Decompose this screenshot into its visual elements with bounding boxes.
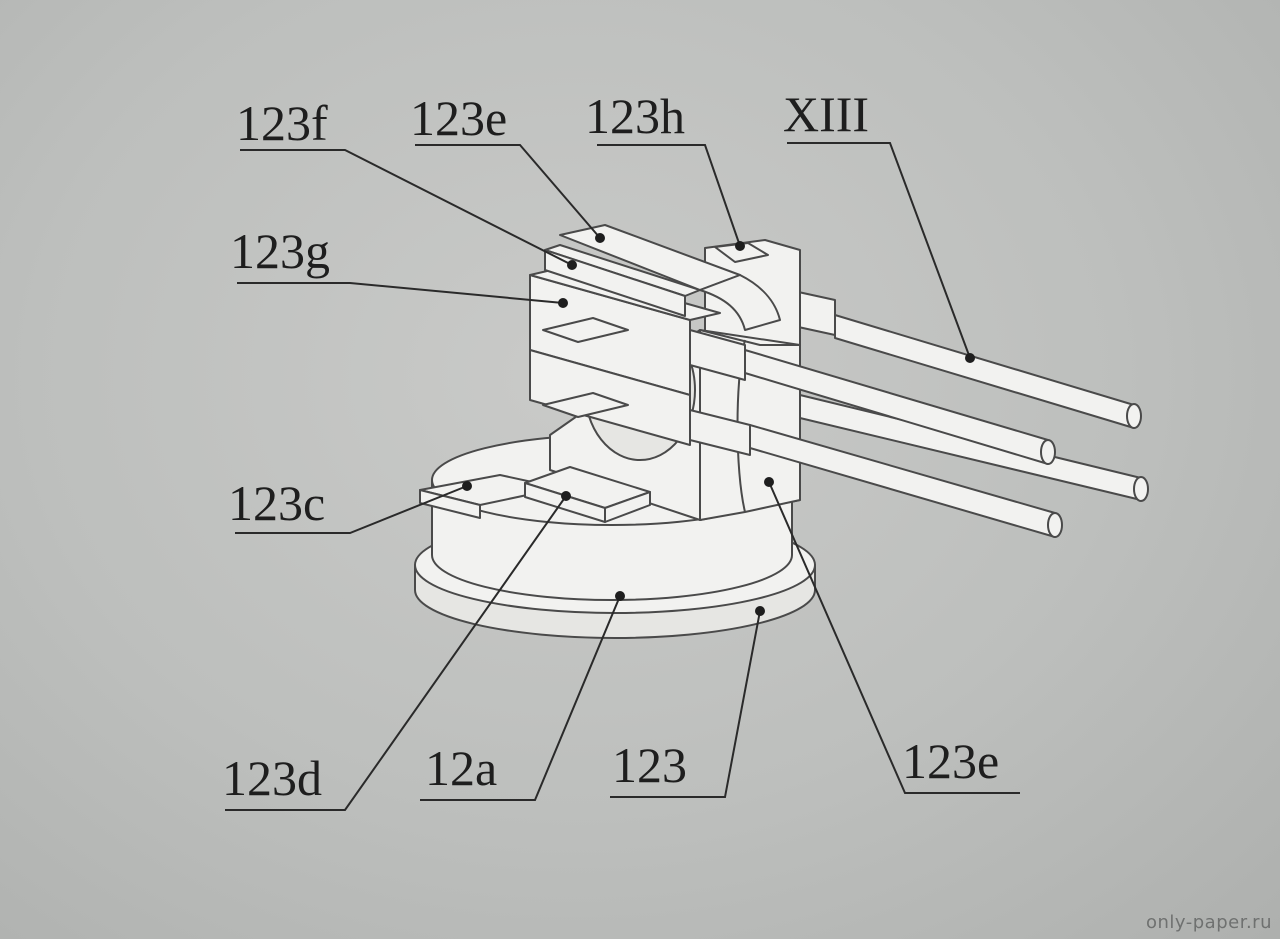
label-123e-bottom: 123e <box>902 733 999 789</box>
leader-dots <box>462 233 975 616</box>
label-12a: 12a <box>425 740 497 796</box>
label-123c: 123c <box>228 475 325 531</box>
label-xiii: XIII <box>783 86 869 142</box>
front-plate-lower-part <box>529 349 691 446</box>
label-123h: 123h <box>585 88 685 144</box>
label-123: 123 <box>612 737 687 793</box>
barrel-lower-part <box>689 409 1063 538</box>
leader-lines <box>225 142 1020 811</box>
label-123d: 123d <box>222 750 322 806</box>
label-123f: 123f <box>236 95 328 151</box>
barrel-center-part <box>689 329 1056 465</box>
top-plate-123e-part <box>559 224 781 331</box>
label-123e-top: 123e <box>410 90 507 146</box>
label-123g: 123g <box>230 223 330 279</box>
deck-plate-123d-part <box>524 466 651 523</box>
watermark: only-paper.ru <box>1146 912 1272 933</box>
